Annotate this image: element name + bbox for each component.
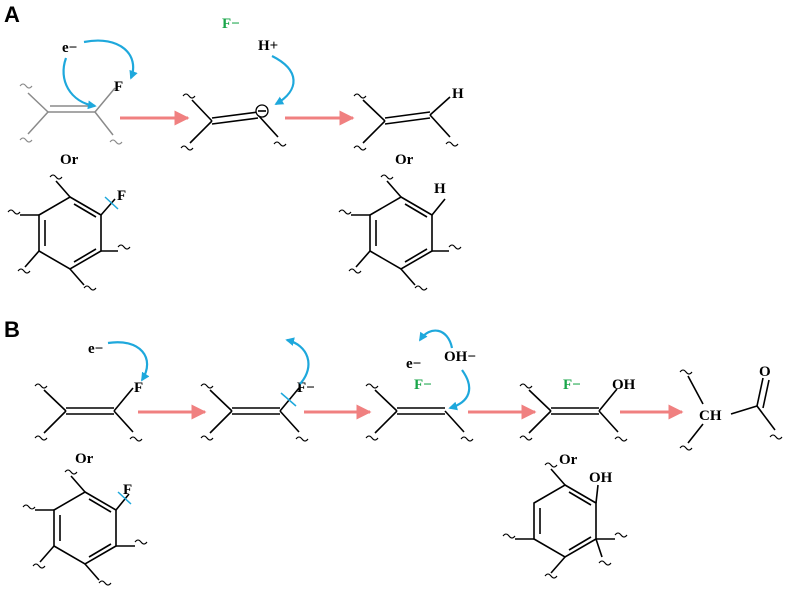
or-label: Or: [75, 451, 94, 467]
fluoroalkene-reactant-a: [19, 83, 123, 145]
hydroxyl-label: OH: [612, 377, 636, 393]
hydroxide-label: OH−: [444, 349, 476, 365]
hydrogen-label: H: [434, 181, 446, 197]
curly-arrow-icon: [62, 57, 97, 110]
fluoroalkene-intermediate-b: [200, 383, 309, 442]
carbonyl-product: [679, 369, 783, 451]
or-label: Or: [395, 152, 414, 168]
bond-cleavage-icon: [104, 196, 119, 210]
curly-arrow-icon: [285, 337, 310, 385]
alkene-intermediate-b: [365, 383, 474, 442]
electron-label: e−: [62, 40, 77, 56]
enol-intermediate: [519, 383, 628, 442]
curly-arrow-icon: [107, 341, 150, 382]
fluoride-ion-label: F−: [222, 16, 240, 32]
fluoride-ion-label: F−: [563, 377, 581, 393]
fluoride-ion-label: F−: [414, 377, 432, 393]
hydrogen-label: H: [452, 86, 464, 102]
fluorine-label: F: [123, 482, 132, 498]
panel-label-a: A: [4, 2, 20, 27]
fluorine-label: F: [134, 380, 143, 396]
fluorobenzene-ring-b: [22, 469, 148, 586]
panel-label-b: B: [4, 317, 20, 342]
curly-arrow-icon: [83, 39, 138, 80]
alkene-product-a: [353, 93, 459, 151]
or-label: Or: [60, 152, 79, 168]
curly-arrow-icon: [271, 55, 295, 105]
oxygen-label: O: [759, 364, 771, 380]
electron-label: e−: [406, 356, 421, 372]
ch-label: CH: [699, 408, 722, 424]
or-label: Or: [559, 452, 578, 468]
negative-charge-icon: [255, 104, 269, 118]
proton-label: H+: [258, 38, 278, 54]
hydroxyl-label: OH: [589, 470, 613, 486]
bond-cleavage-icon: [280, 392, 297, 407]
curly-arrow-icon: [448, 369, 471, 411]
curly-arrow-icon: [419, 329, 454, 349]
electron-label: e−: [88, 341, 103, 357]
bond-cleavage-icon: [117, 491, 132, 505]
fluorobenzene-ring-a: [7, 174, 131, 291]
phenol-ring: [502, 462, 628, 579]
benzene-ring-a: [338, 174, 462, 291]
fluoride-ion-label: F−: [297, 380, 315, 396]
fluorine-label: F: [114, 79, 123, 95]
fluorine-label: F: [117, 188, 126, 204]
carbanion-intermediate: [180, 93, 287, 151]
fluoroalkene-reactant-b: [34, 383, 143, 442]
